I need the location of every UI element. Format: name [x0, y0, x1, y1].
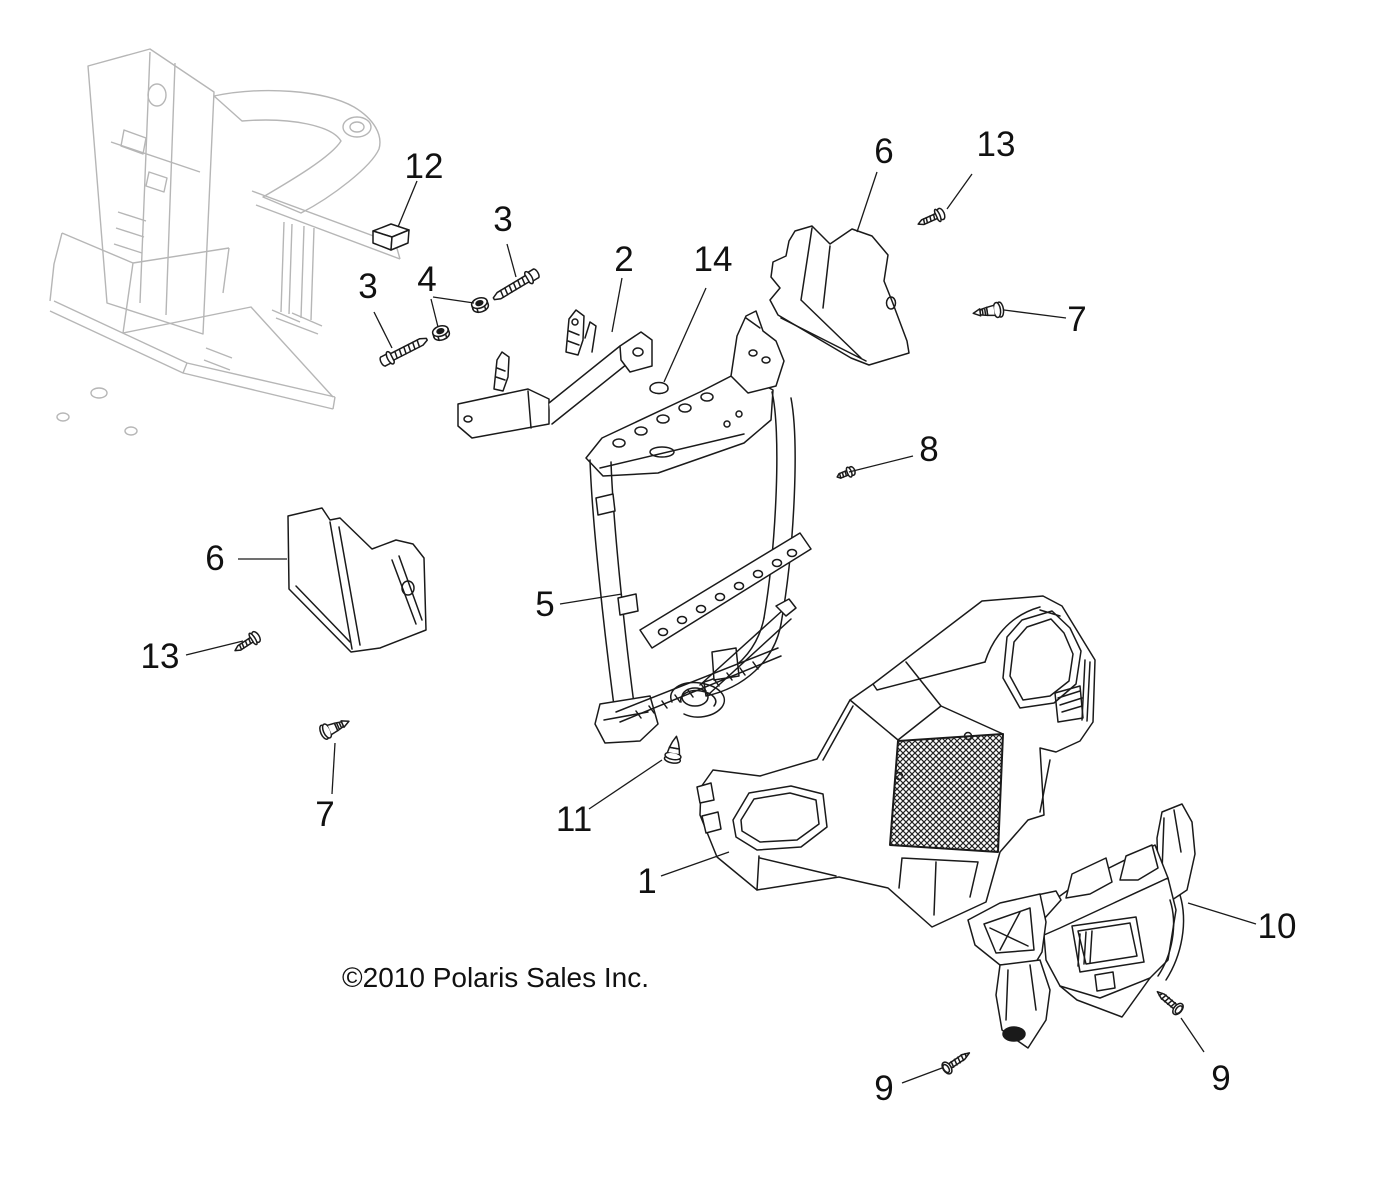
front-bumper: [967, 803, 1196, 1049]
tapping-screw-left: [941, 1052, 971, 1075]
screw-right: [917, 207, 946, 226]
callout-13-left: 13: [141, 637, 180, 676]
callout-14: 14: [694, 240, 733, 279]
tapping-screw-right: [1156, 990, 1184, 1016]
radiator-support-frame: [585, 310, 812, 744]
leader-lines: [185, 171, 1257, 1084]
callout-3-lower: 3: [358, 267, 377, 306]
flange-nut-upper: [470, 296, 490, 314]
flange-nut-lower: [431, 324, 451, 342]
callout-9-left: 9: [874, 1069, 893, 1108]
callout-11: 11: [556, 800, 592, 839]
callout-10: 10: [1258, 907, 1297, 946]
callout-6-right: 6: [874, 132, 893, 171]
ghost-chassis-frame: [49, 48, 401, 436]
screw-left: [234, 630, 261, 652]
push-rivet: [663, 735, 682, 764]
callout-1: 1: [637, 862, 656, 901]
spacer-block: [372, 223, 410, 251]
callout-7-right: 7: [1067, 300, 1086, 339]
shield-right: [769, 225, 910, 366]
callout-6-left: 6: [205, 539, 224, 578]
bolt-upper: [492, 268, 540, 301]
shield-left: [287, 507, 427, 653]
mount-bracket: [457, 309, 653, 439]
callout-8: 8: [919, 430, 938, 469]
push-pin-right: [972, 301, 1005, 319]
callout-2: 2: [614, 240, 633, 279]
copyright-text: ©2010 Polaris Sales Inc.: [342, 962, 649, 993]
callout-13-right: 13: [977, 125, 1016, 164]
callout-3-upper: 3: [493, 200, 512, 239]
callout-12: 12: [405, 147, 444, 186]
callout-5: 5: [535, 585, 554, 624]
cap-plug: [649, 381, 669, 395]
bolt-small: [836, 465, 856, 479]
push-pin-left: [319, 720, 350, 740]
callout-4: 4: [417, 260, 436, 299]
callout-9-right: 9: [1211, 1059, 1230, 1098]
bolt-lower: [379, 337, 428, 367]
callout-7-left: 7: [315, 795, 334, 834]
front-fascia: [681, 595, 1096, 928]
